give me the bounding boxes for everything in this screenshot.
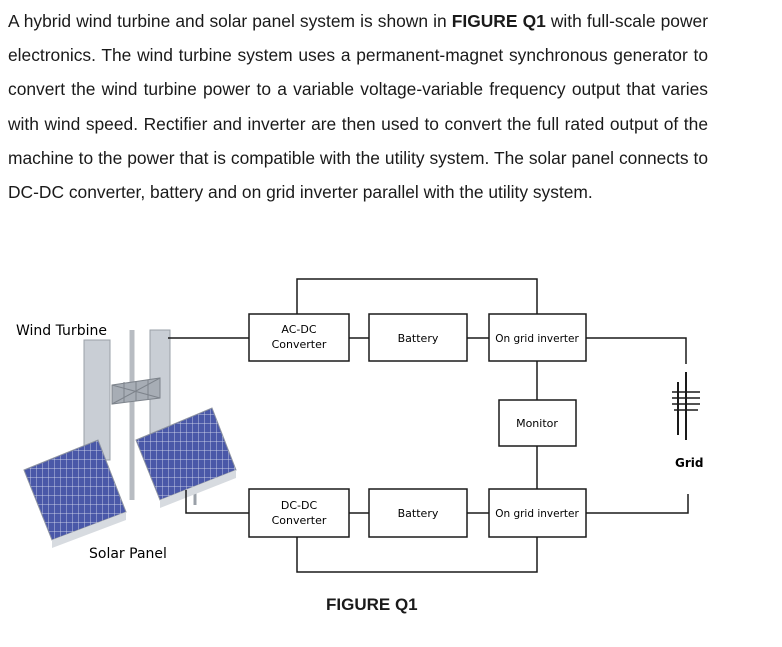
grid-label: Grid xyxy=(675,456,703,470)
ac-dc-converter-label-line1: AC-DC xyxy=(281,323,316,336)
ac-dc-converter-block: AC-DC Converter xyxy=(248,313,350,362)
question-paragraph: A hybrid wind turbine and solar panel sy… xyxy=(8,4,708,209)
paragraph-text-before: A hybrid wind turbine and solar panel sy… xyxy=(8,11,452,31)
solar-panel-label: Solar Panel xyxy=(89,546,167,562)
dc-dc-converter-label-line2: Converter xyxy=(272,514,327,527)
bottom-battery-block: Battery xyxy=(368,488,468,538)
dc-dc-converter-block: DC-DC Converter xyxy=(248,488,350,538)
paragraph-text-after: with full-scale power electronics. The w… xyxy=(8,11,708,203)
top-battery-block: Battery xyxy=(368,313,468,362)
wiring xyxy=(168,278,689,573)
monitor-label: Monitor xyxy=(516,417,558,430)
top-battery-label: Battery xyxy=(398,332,439,345)
bottom-on-grid-inverter-label: On grid inverter xyxy=(495,508,579,520)
grid-pylon-icon xyxy=(672,372,700,440)
figure-caption: FIGURE Q1 xyxy=(326,595,418,614)
solar-panel-illustration xyxy=(23,407,237,548)
figure-reference: FIGURE Q1 xyxy=(451,11,546,31)
wind-turbine-illustration xyxy=(83,329,171,500)
ac-dc-converter-label-line2: Converter xyxy=(272,338,327,351)
bottom-battery-label: Battery xyxy=(398,507,439,520)
bottom-on-grid-inverter-block: On grid inverter xyxy=(488,488,587,538)
dc-dc-converter-label-line1: DC-DC xyxy=(281,499,318,512)
monitor-block: Monitor xyxy=(498,399,577,447)
top-on-grid-inverter-label: On grid inverter xyxy=(495,333,579,345)
top-on-grid-inverter-block: On grid inverter xyxy=(488,313,587,362)
wind-turbine-label: Wind Turbine xyxy=(16,323,107,339)
